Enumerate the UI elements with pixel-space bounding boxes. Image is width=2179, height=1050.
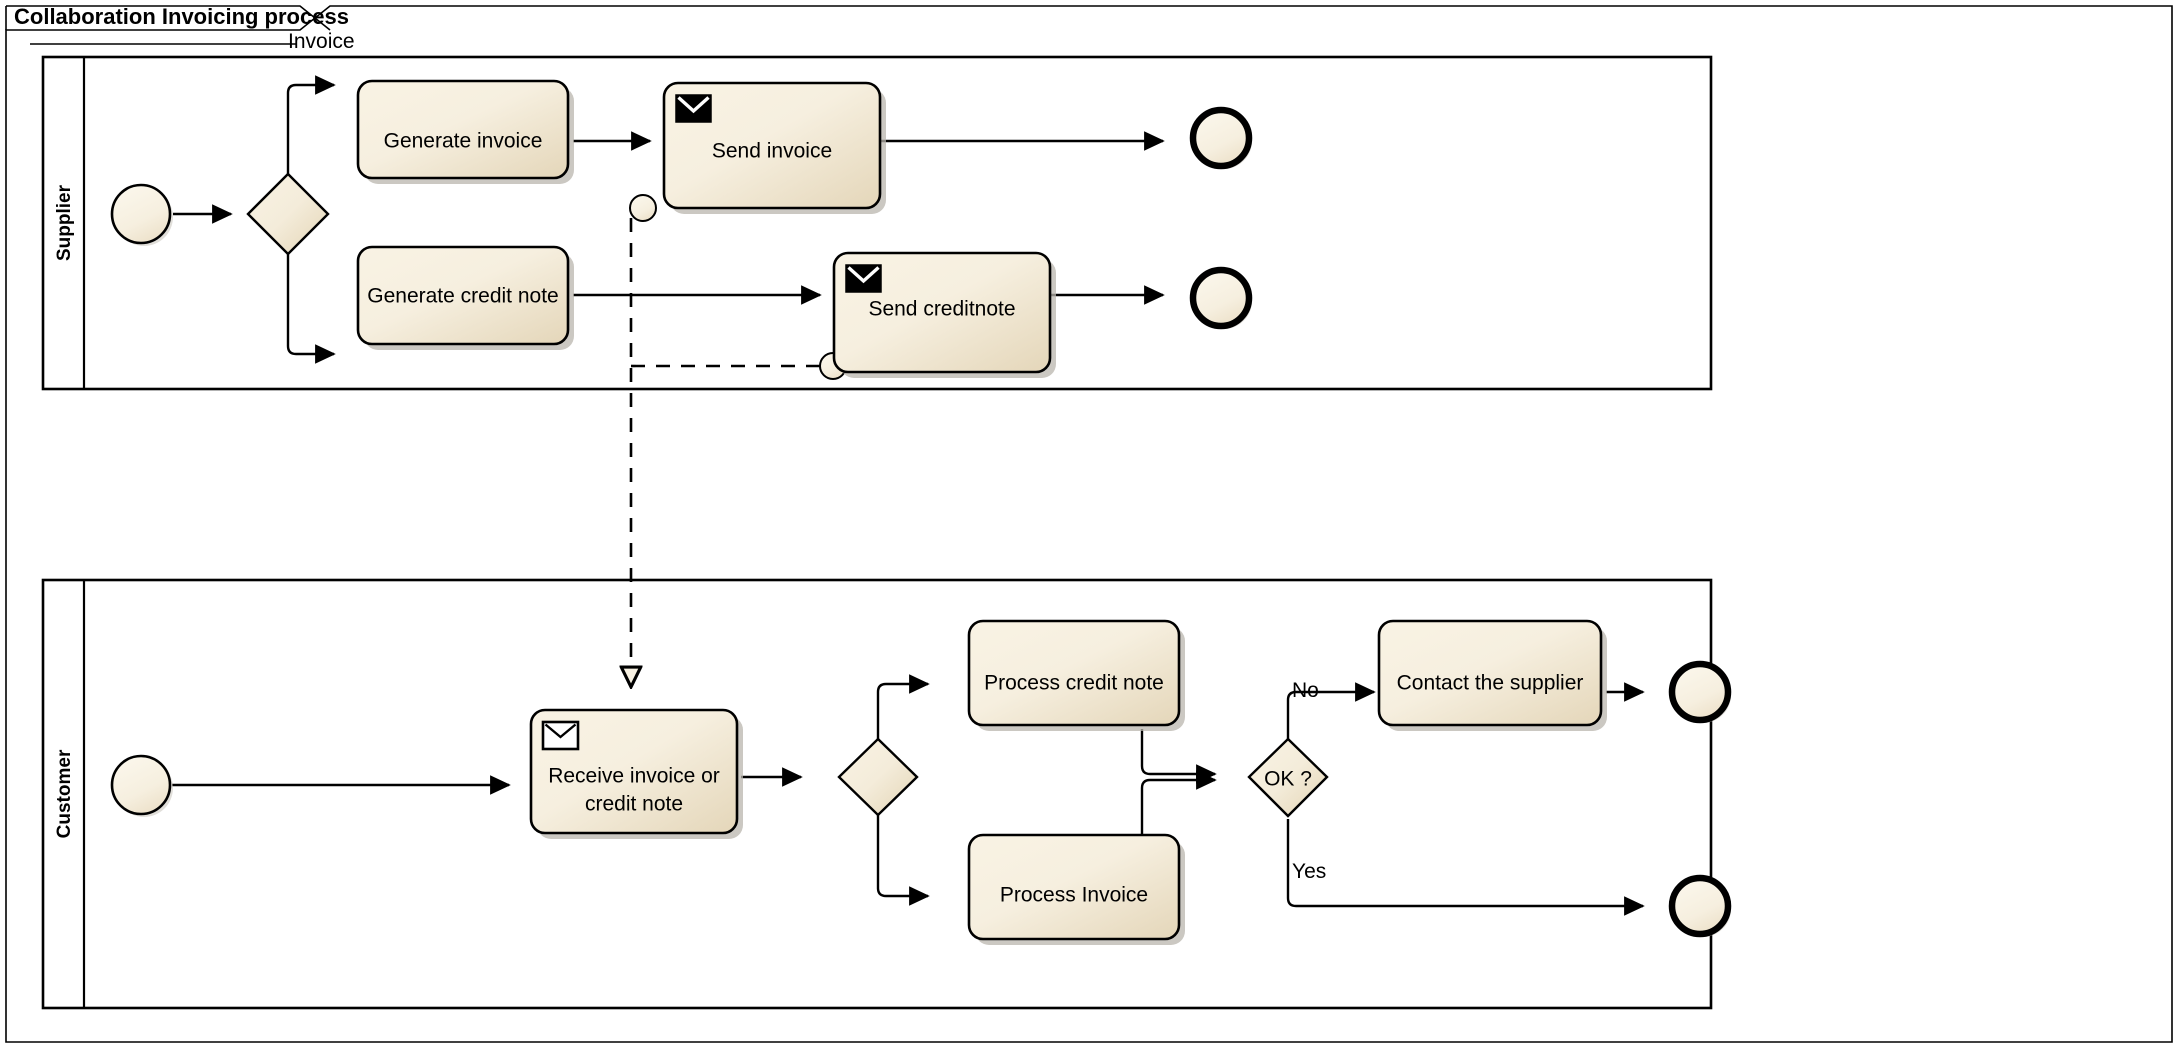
pool-label-customer: Customer xyxy=(54,749,75,838)
gateway-label-ok: OK ? xyxy=(1264,768,1312,791)
task-generate-invoice[interactable]: Generate invoice xyxy=(356,79,574,184)
task-label-receive-line2: credit note xyxy=(585,793,683,816)
message-flows: Invoice xyxy=(30,30,847,686)
ok-gateway[interactable]: OK ? xyxy=(1247,737,1329,818)
diagram-frame xyxy=(5,5,2173,1043)
task-contact-the-supplier[interactable]: Contact the supplier xyxy=(1377,619,1607,731)
message-flow-label-invoice: Invoice xyxy=(288,30,355,53)
task-label-send-invoice: Send invoice xyxy=(712,140,832,163)
flow-process-invoice-to-ok xyxy=(1140,770,1217,855)
flow-process-credit-note-to-ok xyxy=(1140,729,1217,784)
flow-gateway-to-generate-credit-note xyxy=(286,214,336,364)
task-label-send-creditnote: Send creditnote xyxy=(868,298,1015,321)
task-send-invoice[interactable]: Send invoice xyxy=(662,81,886,214)
envelope-filled-icon xyxy=(845,264,882,293)
task-generate-credit-note[interactable]: Generate credit note xyxy=(356,245,574,350)
flow-split-to-process-credit-note xyxy=(876,674,930,777)
envelope-filled-icon xyxy=(675,94,712,123)
customer-start-event[interactable] xyxy=(110,754,173,817)
flow-gateway-to-generate-invoice xyxy=(286,75,336,214)
task-label-generate-credit-note: Generate credit note xyxy=(367,285,558,308)
task-label-contact-the-supplier: Contact the supplier xyxy=(1397,672,1584,695)
task-label-receive-line1: Receive invoice or xyxy=(548,765,720,788)
supplier-start-event[interactable] xyxy=(110,183,173,246)
pool-customer[interactable]: Customer xyxy=(41,578,1713,1010)
customer-sequence-flows: No Yes xyxy=(172,674,1645,916)
task-label-process-invoice: Process Invoice xyxy=(1000,884,1148,907)
task-receive-invoice-or-credit-note[interactable]: Receive invoice or credit note xyxy=(529,708,743,839)
supplier-end-event-invoice[interactable] xyxy=(1189,106,1253,170)
customer-end-event-no-path[interactable] xyxy=(1668,660,1732,724)
task-process-invoice[interactable]: Process Invoice xyxy=(967,833,1185,945)
supplier-sequence-flows xyxy=(173,75,1165,364)
edge-label-no: No xyxy=(1292,679,1319,702)
edge-label-yes: Yes xyxy=(1292,860,1326,883)
supplier-end-event-creditnote[interactable] xyxy=(1189,266,1253,330)
flow-ok-no-to-contact-supplier xyxy=(1286,682,1376,740)
task-send-creditnote[interactable]: Send creditnote xyxy=(832,251,1056,378)
flow-ok-yes-to-end xyxy=(1286,819,1645,916)
message-dot-send-invoice xyxy=(629,194,657,222)
customer-end-event-yes-path[interactable] xyxy=(1668,874,1732,938)
pool-supplier[interactable]: Supplier xyxy=(41,55,1713,391)
diagram-title: Collaboration Invoicing process xyxy=(14,4,349,29)
flow-split-to-process-invoice xyxy=(876,777,930,906)
customer-split-gateway[interactable] xyxy=(837,737,919,817)
pool-label-supplier: Supplier xyxy=(54,184,75,261)
task-label-generate-invoice: Generate invoice xyxy=(384,130,543,153)
supplier-split-gateway[interactable] xyxy=(246,172,330,256)
task-process-credit-note[interactable]: Process credit note xyxy=(967,619,1185,731)
task-label-process-credit-note: Process credit note xyxy=(984,672,1164,695)
envelope-outline-icon xyxy=(541,720,580,751)
